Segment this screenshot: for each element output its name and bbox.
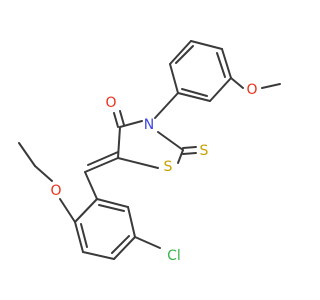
bond-c5-ch-1 bbox=[84, 157, 119, 173]
bond-c2-s-2 bbox=[182, 152, 197, 155]
bond-c2-s bbox=[177, 149, 184, 164]
bond-r1-2 bbox=[169, 40, 192, 65]
bond-r2-d3 bbox=[80, 223, 88, 248]
atom-o-ethoxy: O bbox=[50, 183, 61, 199]
bond-r2-d1 bbox=[98, 204, 125, 212]
bond-s-c5 bbox=[117, 157, 159, 169]
atom-s-ring: S bbox=[164, 159, 173, 175]
bond-ome-ch3 bbox=[261, 83, 281, 89]
bond-c5-ch-2 bbox=[87, 151, 119, 166]
bond-c4-n bbox=[119, 120, 143, 128]
bond-r2-3 bbox=[113, 236, 136, 260]
atom-n-ring: N bbox=[144, 117, 154, 133]
structure-svg: O N S S O O Cl bbox=[18, 40, 281, 264]
bond-ch2-ch3 bbox=[18, 142, 36, 167]
bond-r2-2 bbox=[127, 206, 136, 238]
atom-o-carbonyl: O bbox=[105, 95, 116, 111]
bond-o-ch2 bbox=[34, 165, 53, 182]
bond-ar-ome bbox=[230, 77, 244, 89]
bond-r1-3 bbox=[190, 40, 223, 50]
bond-c4-o-1 bbox=[113, 112, 119, 128]
atom-o-methoxy: O bbox=[246, 82, 257, 98]
bond-n-c2 bbox=[157, 131, 184, 151]
atom-cl: Cl bbox=[167, 248, 181, 264]
bond-c2-s-1 bbox=[182, 146, 197, 149]
bond-ar-cl bbox=[134, 236, 161, 249]
bond-r1-1 bbox=[169, 63, 179, 94]
bond-r2-d2 bbox=[111, 235, 130, 254]
bond-c4-o-2 bbox=[119, 110, 125, 126]
bond-r1-d3 bbox=[181, 88, 208, 97]
bond-r2-1 bbox=[96, 198, 129, 208]
atom-s-thione: S bbox=[200, 143, 209, 159]
bond-r1-6 bbox=[177, 92, 211, 102]
bond-c5-c4 bbox=[117, 126, 121, 159]
bond-r2-5 bbox=[74, 221, 84, 253]
bond-r2-6 bbox=[74, 198, 98, 223]
bond-r1-5 bbox=[209, 77, 232, 102]
bonds bbox=[18, 40, 281, 260]
molecule-diagram: O N S S O O Cl bbox=[18, 40, 281, 264]
bond-ar-oet bbox=[59, 198, 76, 223]
bond-r1-4 bbox=[221, 48, 232, 79]
bond-r1-d2 bbox=[216, 52, 226, 78]
bond-n-ar bbox=[154, 92, 179, 119]
atom-labels: O N S S O O Cl bbox=[50, 82, 257, 264]
bond-r2-4 bbox=[82, 251, 115, 260]
bond-ch-ar bbox=[84, 171, 98, 200]
bond-r1-d1 bbox=[175, 45, 194, 64]
